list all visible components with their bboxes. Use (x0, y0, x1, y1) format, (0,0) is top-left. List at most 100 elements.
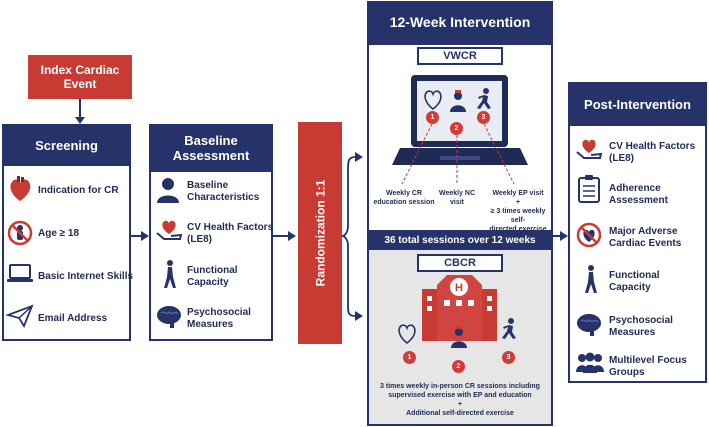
post-item-focus-groups-l1: Multilevel Focus (609, 355, 687, 366)
sessions-banner-text: 36 total sessions over 12 weeks (384, 234, 536, 246)
clipboard-checklist-icon (578, 175, 600, 203)
baseline-title-line1: Baseline (184, 133, 238, 148)
vwcr-caption-3-l2: + (515, 199, 521, 206)
laptop-icon (7, 264, 33, 282)
svg-text:H: H (455, 282, 463, 294)
post-title-text: Post-Intervention (584, 96, 691, 112)
brain-icon (577, 314, 601, 336)
vwcr-caption-2-l2: visit (449, 199, 464, 206)
baseline-item-characteristics: Baseline Characteristics (187, 180, 259, 204)
screening-item-indication: Indication for CR (38, 185, 119, 196)
post-item-focus-groups: Multilevel Focus Groups (609, 355, 687, 379)
vwcr-label: VWCR (417, 47, 503, 65)
post-item-functional-l1: Functional (609, 270, 660, 281)
post-item-psychosocial-l2: Measures (609, 327, 656, 338)
brain-icon (157, 306, 181, 328)
no-heart-icon (576, 222, 602, 248)
baseline-item-cv-health: CV Health Factors (LE8) (187, 222, 273, 246)
baseline-item-cv-health-l2: (LE8) (187, 234, 212, 245)
post-item-mace-l2: Cardiac Events (609, 238, 682, 249)
post-item-cv-health-l1: CV Health Factors (609, 141, 696, 152)
vwcr-number-2: 2 (450, 122, 463, 135)
post-item-cv-health: CV Health Factors (LE8) (609, 141, 695, 165)
post-item-functional: Functional Capacity (609, 270, 660, 294)
baseline-item-characteristics-l2: Characteristics (187, 192, 260, 203)
paper-plane-icon (5, 304, 34, 328)
post-item-adherence-l2: Assessment (609, 195, 668, 206)
nurse-icon (450, 90, 466, 112)
vwcr-label-text: VWCR (443, 50, 477, 62)
vwcr-caption-3-l3: ≥ 3 times weekly self- (490, 208, 546, 224)
baseline-item-characteristics-l1: Baseline (187, 180, 229, 191)
baseline-title-line2: Assessment (172, 148, 250, 163)
nurse-icon (451, 326, 467, 348)
walking-person-icon (164, 260, 176, 288)
intervention-title: 12-Week Intervention (367, 1, 553, 43)
cbcr-label-text: CBCR (444, 257, 476, 269)
post-item-cv-health-l2: (LE8) (609, 153, 634, 164)
post-title: Post-Intervention (568, 82, 707, 126)
screening-title-text: Screening (35, 137, 98, 153)
cbcr-description: 3 times weekly in-person CR sessions inc… (372, 382, 548, 418)
heart-hand-icon (156, 220, 183, 240)
screening-title: Screening (2, 124, 131, 166)
vwcr-caption-3: Weekly EP visit + ≥ 3 times weekly self-… (483, 189, 553, 234)
post-item-adherence-l1: Adherence (609, 183, 661, 194)
randomization-box: Randomization 1:1 (298, 122, 342, 344)
no-minors-icon (7, 220, 33, 246)
sessions-banner: 36 total sessions over 12 weeks (367, 230, 553, 250)
vwcr-number-1: 1 (426, 111, 439, 124)
cbcr-number-3: 3 (502, 351, 515, 364)
cbcr-label: CBCR (417, 254, 503, 272)
vwcr-caption-3-l4: directed exercise (483, 225, 553, 234)
walking-person-icon (585, 265, 597, 293)
vwcr-number-3: 3 (477, 111, 490, 124)
index-cardiac-event-box: Index Cardiac Event (28, 55, 132, 99)
vwcr-caption-2: Weekly NC visit (434, 189, 480, 207)
vwcr-caption-3-l1: Weekly EP visit (492, 190, 544, 197)
baseline-title: Baseline Assessment (149, 124, 273, 172)
runner-icon (502, 318, 516, 339)
baseline-item-psychosocial: Psychosocial Measures (187, 307, 251, 331)
post-item-mace: Major Adverse Cardiac Events (609, 226, 681, 250)
baseline-item-psychosocial-l2: Measures (187, 319, 234, 330)
screening-item-age: Age ≥ 18 (38, 228, 80, 239)
intervention-title-text: 12-Week Intervention (389, 14, 531, 30)
vwcr-caption-1-l2: education session (373, 199, 435, 206)
cbcr-number-2: 2 (452, 360, 465, 373)
vwcr-caption-1: Weekly CR education session (369, 189, 439, 207)
baseline-item-functional-l2: Capacity (187, 277, 229, 288)
baseline-item-psychosocial-l1: Psychosocial (187, 307, 251, 318)
baseline-item-cv-health-l1: CV Health Factors (187, 222, 274, 233)
cbcr-description-l4: Additional self-directed exercise (406, 410, 514, 417)
heart-anatomy-icon (10, 176, 31, 201)
baseline-item-functional-l1: Functional (187, 265, 238, 276)
post-item-mace-l1: Major Adverse (609, 226, 678, 237)
vwcr-caption-2-l1: Weekly NC (438, 190, 476, 197)
heart-anatomy-icon (398, 324, 416, 345)
index-event-line2: Event (63, 77, 97, 91)
index-event-line1: Index Cardiac (40, 63, 120, 77)
post-item-focus-groups-l2: Groups (609, 367, 645, 378)
post-item-adherence: Adherence Assessment (609, 183, 668, 207)
screening-item-internet: Basic Internet Skills (38, 271, 134, 282)
group-people-icon (576, 352, 604, 373)
post-item-functional-l2: Capacity (609, 282, 651, 293)
runner-icon (477, 88, 491, 109)
cbcr-description-l3: + (457, 401, 463, 408)
baseline-item-functional: Functional Capacity (187, 265, 238, 289)
person-icon (157, 178, 179, 203)
heart-anatomy-icon (424, 90, 442, 111)
screening-item-email: Email Address (38, 313, 108, 324)
vwcr-caption-1-l1: Weekly CR (385, 190, 423, 197)
post-item-psychosocial-l1: Psychosocial (609, 315, 673, 326)
cbcr-description-l2: supervised exercise with EP and educatio… (388, 392, 532, 399)
post-item-psychosocial: Psychosocial Measures (609, 315, 673, 339)
